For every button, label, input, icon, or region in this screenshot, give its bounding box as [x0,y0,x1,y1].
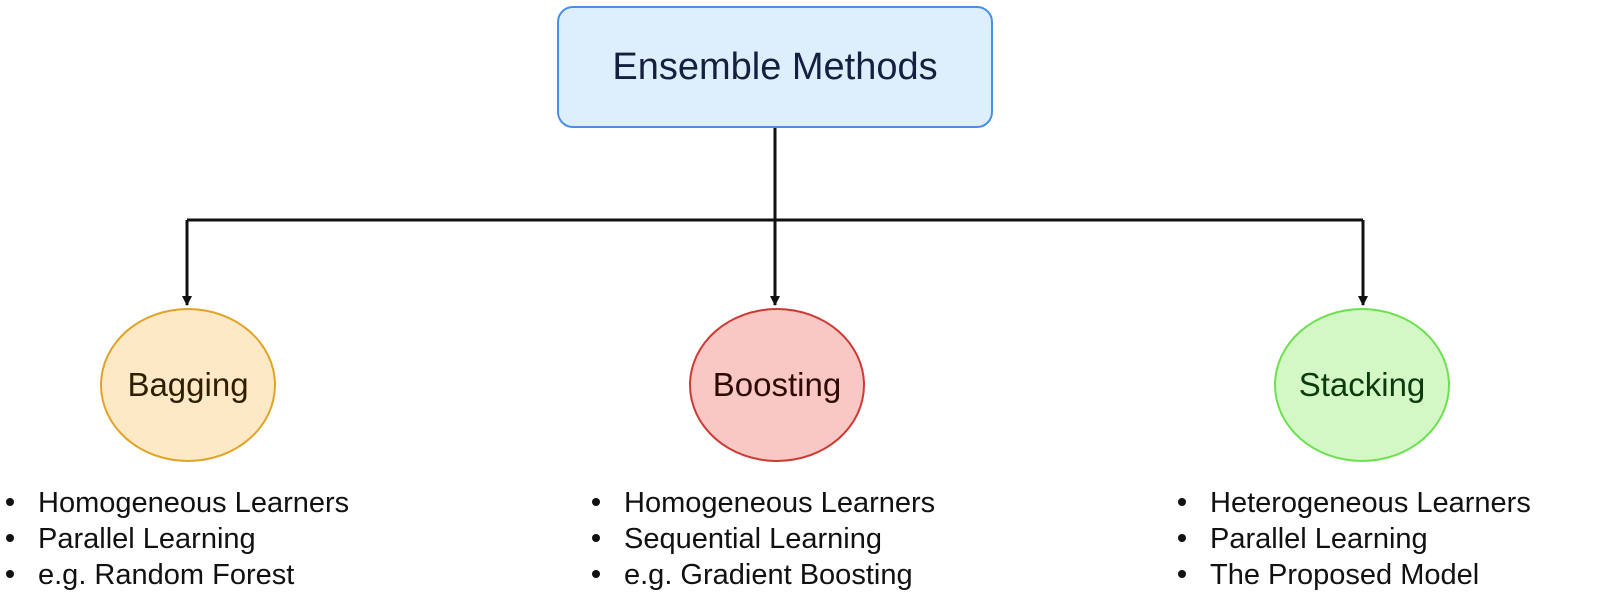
root-label: Ensemble Methods [612,45,938,88]
bagging-node: Bagging [100,308,276,462]
bullet-item: e.g. Gradient Boosting [592,557,935,593]
stacking-node: Stacking [1274,308,1450,462]
bullet-item: The Proposed Model [1178,557,1531,593]
bullet-item: e.g. Random Forest [6,557,349,593]
boosting-bullet-list: Homogeneous Learners Sequential Learning… [592,485,935,593]
bullet-item: Sequential Learning [592,521,935,557]
boosting-label: Boosting [712,366,842,403]
bullet-item: Homogeneous Learners [6,485,349,521]
bullet-item: Parallel Learning [6,521,349,557]
bullet-item: Heterogeneous Learners [1178,485,1531,521]
bullet-item: Parallel Learning [1178,521,1531,557]
bagging-label: Bagging [127,366,249,403]
bagging-bullet-list: Homogeneous Learners Parallel Learning e… [6,485,349,593]
stacking-bullet-list: Heterogeneous Learners Parallel Learning… [1178,485,1531,593]
stacking-label: Stacking [1298,366,1426,403]
boosting-node: Boosting [689,308,865,462]
ensemble-methods-root-node: Ensemble Methods [557,6,993,128]
bullet-item: Homogeneous Learners [592,485,935,521]
